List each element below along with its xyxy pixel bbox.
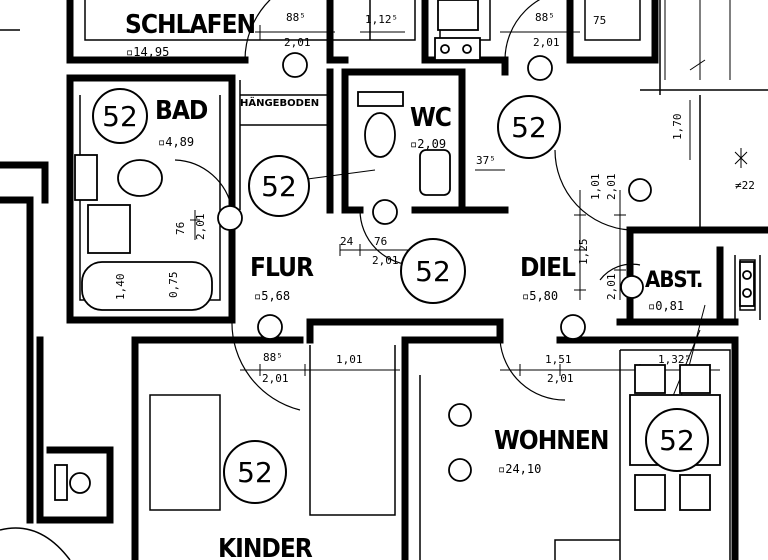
dim-bad-door-h: 2,01 (194, 213, 207, 241)
dim-bad-door: 76 (174, 221, 187, 235)
dim-1125: 1,12⁵ (365, 13, 399, 26)
dim-bath-075: 0,75 (167, 271, 180, 299)
dim-75: 75 (593, 14, 607, 27)
room-name-haengeboden: HÄNGEBODEN (240, 98, 320, 109)
room-area-flur-value: 5,68 (261, 289, 291, 303)
room-name-diele: DIEL (520, 253, 576, 283)
room-name-flur: FLUR (250, 253, 314, 283)
dim-201-v: 2,01 (605, 173, 618, 201)
room-name-abst: ABST. (645, 268, 703, 293)
dim-top-door: 88⁵ (535, 11, 555, 24)
dim-125: 1,25 (577, 238, 590, 266)
room-area-schlafen-value: 14,95 (133, 45, 170, 59)
dim-schlafen-door-h: 2,01 (284, 36, 311, 49)
room-area-schlafen: ▫14,95 (126, 45, 170, 59)
room-area-bad-value: 4,89 (165, 135, 195, 149)
dim-wc-door-h: 2,01 (372, 254, 399, 267)
dim-201-v2: 2,01 (605, 273, 618, 301)
marker-haengeboden: 52 (248, 155, 310, 217)
dim-schlafen-door: 88⁵ (286, 11, 306, 24)
room-area-abst: ▫0,81 (648, 299, 685, 313)
dim-1325: 1,32⁵ (658, 353, 692, 366)
room-area-wc-value: 2,09 (417, 137, 447, 151)
room-area-diele: ▫5,80 (522, 289, 559, 303)
dim-bath-140: 1,40 (114, 273, 127, 301)
marker-diele: 52 (497, 95, 561, 159)
marker-wc: 52 (400, 238, 466, 304)
dim-151: 1,51 (545, 353, 572, 366)
dim-flur-door-h: 2,01 (262, 372, 289, 385)
dim-top-door-h: 2,01 (533, 36, 560, 49)
dim-170: 1,70 (671, 113, 684, 141)
room-area-flur: ▫5,68 (254, 289, 291, 303)
dim-stair-22-value: 22 (741, 179, 755, 192)
dim-wc-door: 76 (374, 235, 388, 248)
room-area-bad: ▫4,89 (158, 135, 195, 149)
dim-101-v: 1,01 (589, 173, 602, 201)
dim-stair-22: ≠22 (735, 179, 755, 192)
dim-101: 1,01 (336, 353, 363, 366)
dim-151-h: 2,01 (547, 372, 574, 385)
room-name-kinder: KINDER (218, 534, 313, 560)
dim-flur-24: 24 (340, 235, 354, 248)
dim-wc-375: 37⁵ (476, 154, 496, 167)
room-area-abst-value: 0,81 (655, 299, 685, 313)
marker-kinder: 52 (223, 440, 287, 504)
room-name-bad: BAD (155, 96, 208, 126)
room-area-wohnen: ▫24,10 (498, 462, 542, 476)
marker-bad: 52 (92, 88, 148, 144)
room-name-schlafen: SCHLAFEN (125, 10, 256, 40)
room-name-wc: WC (410, 103, 452, 133)
marker-wohnen: 52 (645, 408, 709, 472)
room-area-diele-value: 5,80 (529, 289, 559, 303)
fixtures (54, 0, 755, 511)
room-name-wohnen: WOHNEN (494, 426, 609, 456)
room-area-wc: ▫2,09 (410, 137, 447, 151)
room-area-wohnen-value: 24,10 (505, 462, 542, 476)
door-swings (174, 0, 641, 411)
dim-flur-door: 88⁵ (263, 351, 283, 364)
